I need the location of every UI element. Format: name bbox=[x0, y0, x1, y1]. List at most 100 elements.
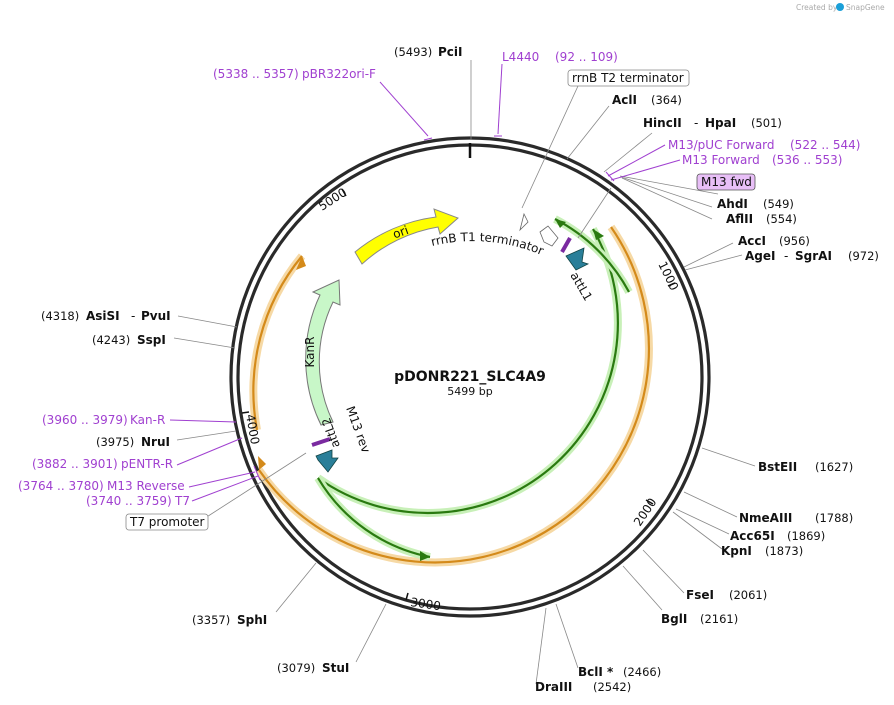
scale-ticks: 5000 1000 2000 3000 4000 bbox=[241, 185, 681, 613]
enzyme-name: NruI bbox=[141, 435, 170, 449]
primer-range: (522 .. 544) bbox=[790, 138, 860, 152]
enzyme-position: (5493) bbox=[394, 45, 432, 59]
enzyme-name: PciI bbox=[438, 45, 463, 59]
primer-m13-reverse[interactable]: (3764 .. 3780) M13 Reverse bbox=[18, 479, 185, 493]
enzyme-position: (364) bbox=[651, 93, 682, 107]
m13rev-label: M13 rev bbox=[343, 404, 373, 454]
enzyme-agei-sgrai[interactable]: AgeI - SgrAI (972) bbox=[745, 249, 879, 263]
enzyme-hincii-hpai[interactable]: HincII - HpaI (501) bbox=[643, 116, 782, 130]
primer-range: (3960 .. 3979) bbox=[42, 413, 128, 427]
primer-name: pENTR-R bbox=[121, 457, 173, 471]
enzyme-aflii[interactable]: AflII (554) bbox=[726, 212, 797, 226]
attl1-arrow[interactable] bbox=[565, 247, 590, 271]
enzyme-position: (956) bbox=[779, 234, 810, 248]
m13fwd-box[interactable]: M13 fwd bbox=[696, 173, 756, 191]
orf-arc-inner bbox=[317, 477, 431, 559]
tick-5000-mark bbox=[341, 188, 347, 197]
tick-3000: 3000 bbox=[410, 595, 442, 613]
t7-promoter-box[interactable]: T7 promoter bbox=[125, 513, 209, 531]
enzyme-name: BstEII bbox=[758, 460, 797, 474]
enzyme-kpni[interactable]: KpnI (1873) bbox=[721, 544, 803, 558]
m13fwd-label: M13 fwd bbox=[701, 175, 752, 189]
tick-4000-mark bbox=[241, 411, 250, 414]
t7-promoter-label: T7 promoter bbox=[129, 515, 205, 529]
primer-m13-puc-forward[interactable]: M13/pUC Forward (522 .. 544) bbox=[668, 138, 860, 152]
primer-name: M13 Forward bbox=[682, 153, 760, 167]
enzyme-sphi[interactable]: (3357) SphI bbox=[192, 613, 267, 627]
enzyme-position: (3975) bbox=[96, 435, 134, 449]
primer-labels: L4440 (92 .. 109) (5338 .. 5357) pBR322o… bbox=[18, 50, 860, 508]
primer-range: (92 .. 109) bbox=[555, 50, 618, 64]
enzyme-acci[interactable]: AccI (956) bbox=[738, 234, 810, 248]
ori-arrow[interactable] bbox=[354, 208, 459, 265]
tick-3000-mark bbox=[405, 592, 409, 601]
enzyme-name: KpnI bbox=[721, 544, 752, 558]
primer-m13-forward[interactable]: M13 Forward (536 .. 553) bbox=[682, 153, 842, 167]
enzyme-pcii[interactable]: (5493) PciI bbox=[394, 45, 463, 59]
enzyme-nmeaiii[interactable]: NmeAIII (1788) bbox=[739, 511, 853, 525]
primer-pentr-r[interactable]: (3882 .. 3901) pENTR-R bbox=[32, 457, 173, 471]
enzyme-position: (972) bbox=[848, 249, 879, 263]
enzyme-position: (1869) bbox=[787, 529, 825, 543]
primer-t7[interactable]: (3740 .. 3759) T7 bbox=[86, 494, 190, 508]
enzyme-position: (3357) bbox=[192, 613, 230, 627]
rrnb-t1-feature[interactable] bbox=[539, 225, 559, 247]
enzyme-asisi-pvui[interactable]: (4318) AsiSI - PvuI bbox=[41, 309, 171, 323]
ori-feature[interactable]: ori bbox=[354, 208, 459, 265]
tick-1000-mark bbox=[667, 282, 676, 287]
orf-small-arrow bbox=[555, 219, 566, 228]
enzyme-bcli[interactable]: BclI * (2466) bbox=[578, 665, 661, 679]
insert-arrow-head bbox=[296, 256, 306, 270]
credit-created-by: Created by bbox=[796, 3, 838, 12]
attl2-label: attL2 bbox=[319, 416, 343, 450]
attl2-arrow[interactable] bbox=[315, 449, 339, 473]
enzyme-draiii[interactable]: DraIII (2542) bbox=[535, 680, 631, 694]
primer-range: (3764 .. 3780) bbox=[18, 479, 104, 493]
enzyme-name: AgeI bbox=[745, 249, 775, 263]
primer-name: pBR322ori-F bbox=[302, 67, 376, 81]
enzyme-acc65i[interactable]: Acc65I (1869) bbox=[730, 529, 825, 543]
primer-l4440[interactable]: L4440 (92 .. 109) bbox=[502, 50, 618, 64]
enzyme-position: (4318) bbox=[41, 309, 79, 323]
primer-name: Kan-R bbox=[130, 413, 165, 427]
enzyme-name: NmeAIII bbox=[739, 511, 792, 525]
enzyme-ahdi[interactable]: AhdI (549) bbox=[717, 197, 794, 211]
rrnb-t2-box[interactable]: rrnB T2 terminator bbox=[567, 69, 690, 87]
enzyme-dash: - bbox=[694, 116, 698, 130]
enzyme-bgli[interactable]: BglI (2161) bbox=[661, 612, 738, 626]
enzyme-name: HincII bbox=[643, 116, 682, 130]
enzyme-acli[interactable]: AclI (364) bbox=[612, 93, 682, 107]
primer-kan-r[interactable]: (3960 .. 3979) Kan-R bbox=[42, 413, 165, 427]
orf-arc-small bbox=[554, 218, 630, 293]
plasmid-length: 5499 bp bbox=[447, 385, 492, 398]
tick-2000-mark bbox=[645, 499, 654, 505]
enzyme-stui[interactable]: (3079) StuI bbox=[277, 661, 349, 675]
enzyme-fsei[interactable]: FseI (2061) bbox=[686, 588, 767, 602]
enzyme-bsteii[interactable]: BstEII (1627) bbox=[758, 460, 853, 474]
insert-arrow-head-2 bbox=[258, 456, 266, 470]
enzyme-name-2: HpaI bbox=[705, 116, 736, 130]
enzyme-name: AclI bbox=[612, 93, 637, 107]
enzyme-name: DraIII bbox=[535, 680, 572, 694]
enzyme-position: (2061) bbox=[729, 588, 767, 602]
enzyme-position: (2466) bbox=[623, 665, 661, 679]
enzyme-position: (2161) bbox=[700, 612, 738, 626]
rrnb-t2-label: rrnB T2 terminator bbox=[572, 71, 684, 85]
enzyme-position: (1873) bbox=[765, 544, 803, 558]
enzyme-sspi[interactable]: (4243) SspI bbox=[92, 333, 166, 347]
t7-promoter-box-frame bbox=[125, 513, 209, 531]
kanr-arrow[interactable] bbox=[305, 279, 341, 426]
enzyme-position: (554) bbox=[766, 212, 797, 226]
enzyme-name: Acc65I bbox=[730, 529, 775, 543]
plasmid-name: pDONR221_SLC4A9 bbox=[394, 369, 546, 385]
primer-pbr322ori-f[interactable]: (5338 .. 5357) pBR322ori-F bbox=[213, 67, 376, 81]
enzyme-position: (2542) bbox=[593, 680, 631, 694]
enzyme-position: (4243) bbox=[92, 333, 130, 347]
enzyme-name-2: SgrAI bbox=[795, 249, 832, 263]
enzyme-name: FseI bbox=[686, 588, 714, 602]
attl1-label: attL1 bbox=[567, 270, 595, 304]
enzyme-name: AccI bbox=[738, 234, 766, 248]
enzyme-drui[interactable]: (3975) NruI bbox=[96, 435, 170, 449]
kanr-feature[interactable]: KanR bbox=[303, 279, 341, 426]
enzyme-position: (1788) bbox=[815, 511, 853, 525]
